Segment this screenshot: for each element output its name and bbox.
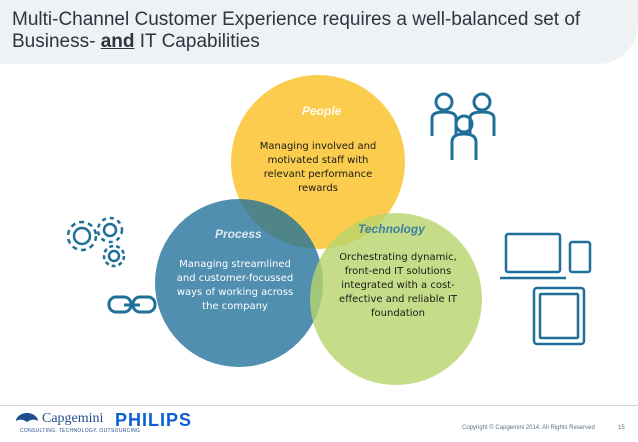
technology-circle <box>310 213 482 385</box>
process-text: Managing streamlined and customer-focuss… <box>176 259 294 312</box>
link-icon <box>107 295 157 314</box>
technology-label: Technology <box>358 222 425 236</box>
capgemini-ace-icon <box>16 413 38 422</box>
people-icon <box>430 92 496 160</box>
people-label: People <box>302 104 342 118</box>
people-text: Managing involved and motivated staff wi… <box>259 141 377 194</box>
devices-icon <box>500 232 592 346</box>
capgemini-tagline: CONSULTING. TECHNOLOGY. OUTSOURCING <box>20 428 141 434</box>
slide-title: Multi-Channel Customer Experience requir… <box>12 9 581 52</box>
copyright-text: Copyright © Capgemini 2014. All Rights R… <box>462 425 595 431</box>
people-circle <box>231 75 405 249</box>
technology-text: Orchestrating dynamic, front-end IT solu… <box>339 252 457 319</box>
page-number: 15 <box>618 425 625 431</box>
capgemini-logo: Capgemini <box>42 411 104 426</box>
philips-logo: PHILIPS <box>115 410 193 430</box>
gears-icon <box>66 216 126 268</box>
process-circle <box>155 199 323 367</box>
footer-divider <box>0 405 638 406</box>
process-label: Process <box>215 227 262 241</box>
title-banner: Multi-Channel Customer Experience requir… <box>0 0 638 64</box>
